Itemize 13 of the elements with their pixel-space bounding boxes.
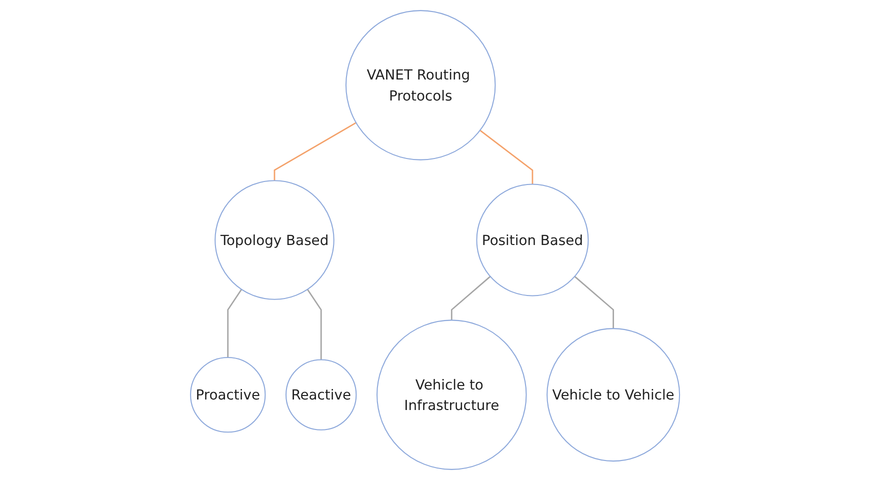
connector [274, 122, 356, 181]
connector [480, 130, 534, 184]
node-circle: Proactive [190, 356, 266, 433]
connector [450, 276, 491, 320]
connector [227, 288, 242, 358]
node-circle: Vehicle to Infrastructure [376, 320, 527, 470]
node-circle: Topology Based [214, 180, 334, 300]
node-circle: Position Based [476, 184, 589, 296]
node-circle: VANET Routing Protocols [345, 10, 496, 160]
node-circle: Vehicle to Vehicle [546, 328, 680, 462]
connector [306, 288, 322, 360]
node-circle: Reactive [285, 359, 357, 430]
connector [574, 276, 614, 329]
